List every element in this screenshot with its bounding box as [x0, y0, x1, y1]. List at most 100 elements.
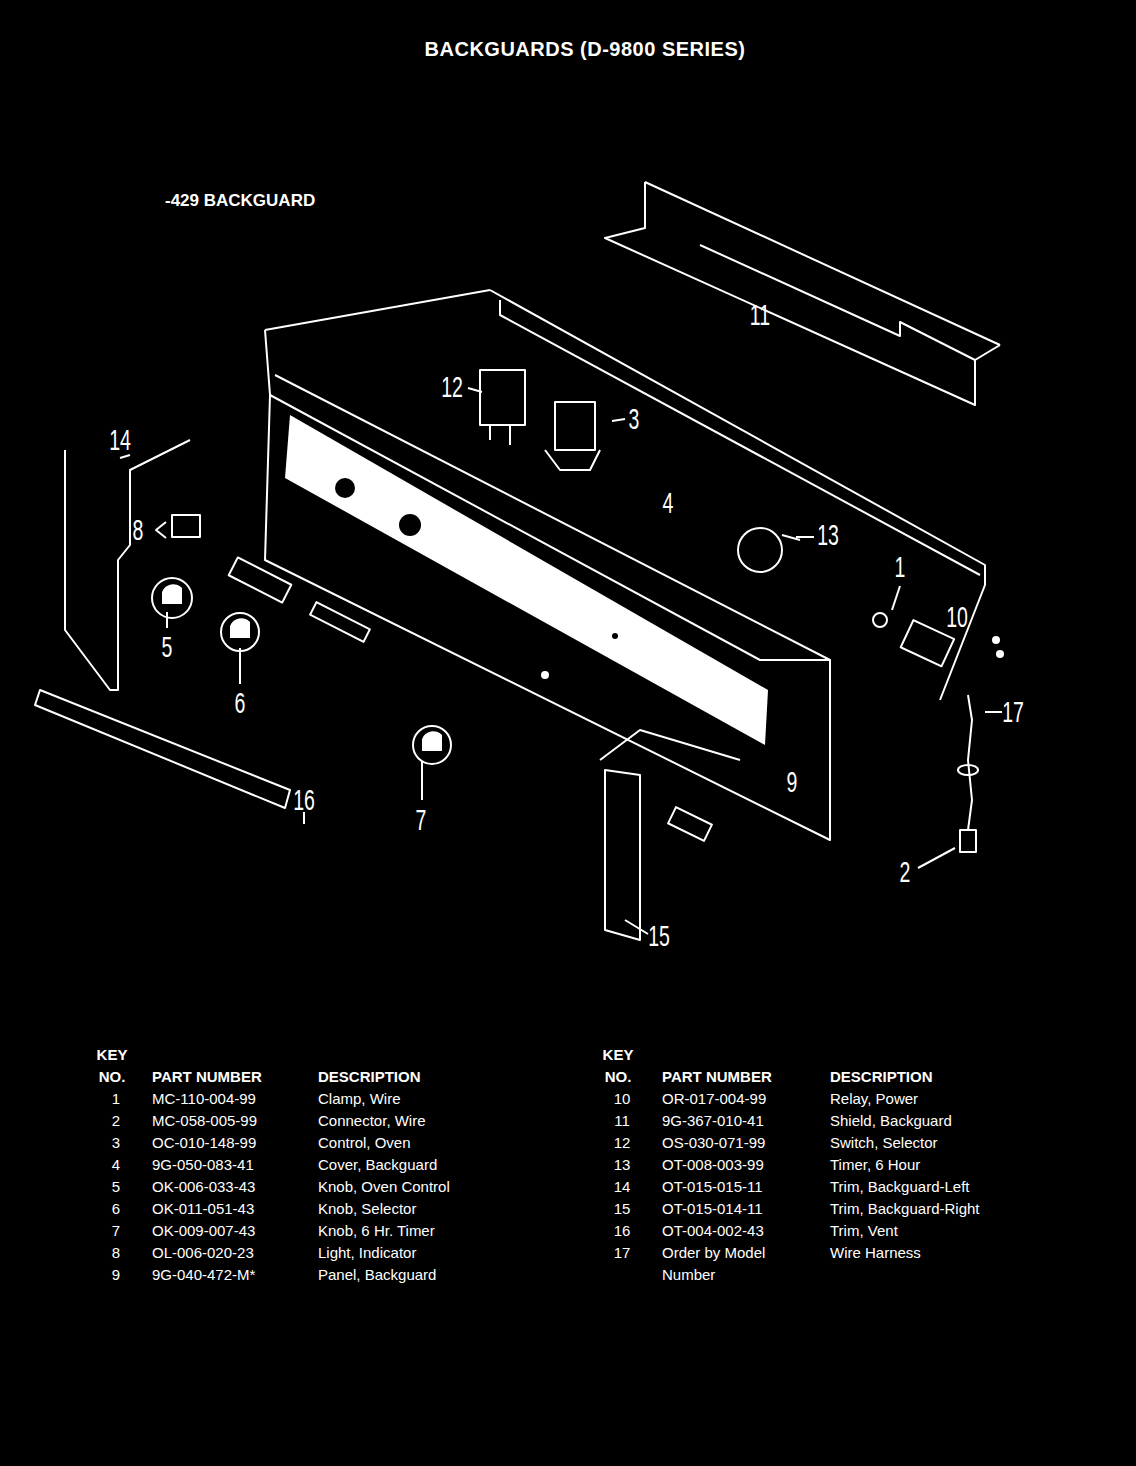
leader-line — [239, 648, 241, 684]
leader-line — [421, 762, 423, 800]
table-cell: Order by Model Number — [662, 1242, 797, 1286]
table-cell: 3 — [112, 1132, 120, 1154]
trim-right — [605, 770, 640, 940]
table-cell: 4 — [112, 1154, 120, 1176]
leader-line — [625, 920, 648, 934]
leader-line — [985, 711, 1002, 713]
table-cell: Knob, Oven Control — [318, 1176, 450, 1198]
leader-line — [796, 536, 814, 538]
screw — [992, 636, 1000, 644]
table-cell: OC-010-148-99 — [152, 1132, 256, 1154]
trim-vent — [35, 690, 290, 808]
panel-slot — [229, 557, 292, 602]
table-cell: 12 — [614, 1132, 631, 1154]
table-header: PART NUMBER — [662, 1066, 772, 1088]
table-header: KEY NO. — [598, 1044, 638, 1088]
table-cell: OT-004-002-43 — [662, 1220, 764, 1242]
screw — [541, 671, 549, 679]
table-cell: Timer, 6 Hour — [830, 1154, 920, 1176]
table-cell: 2 — [112, 1110, 120, 1132]
panel-edge — [600, 730, 740, 760]
table-cell: Control, Oven — [318, 1132, 411, 1154]
callout-number: 6 — [235, 688, 246, 718]
window-knob — [335, 478, 355, 498]
table-cell: OK-011-051-43 — [152, 1198, 254, 1220]
table-cell: 10 — [614, 1088, 631, 1110]
table-cell: OT-008-003-99 — [662, 1154, 764, 1176]
trim-left — [65, 440, 190, 690]
table-cell: 9G-367-010-41 — [662, 1110, 764, 1132]
leader-arrow — [156, 522, 166, 538]
callout-number: 12 — [441, 372, 463, 402]
timer — [738, 528, 782, 572]
table-cell: OK-006-033-43 — [152, 1176, 255, 1198]
table-cell: OS-030-071-99 — [662, 1132, 765, 1154]
callout-number: 4 — [663, 488, 674, 518]
table-cell: 7 — [112, 1220, 120, 1242]
table-cell: Trim, Vent — [830, 1220, 898, 1242]
timer-knob — [413, 726, 451, 764]
leader-line — [468, 388, 482, 392]
table-cell: Panel, Backguard — [318, 1264, 436, 1286]
wire-harness-loop — [958, 765, 978, 775]
table-cell: OT-015-015-11 — [662, 1176, 763, 1198]
section-heading: -429 BACKGUARD — [165, 191, 315, 211]
oven-control — [555, 402, 595, 450]
table-cell: Connector, Wire — [318, 1110, 426, 1132]
leader-line — [892, 586, 900, 610]
selector-switch — [480, 370, 525, 425]
table-cell: 16 — [614, 1220, 631, 1242]
panel-slot — [668, 807, 712, 841]
table-cell: Trim, Backguard-Left — [830, 1176, 970, 1198]
callout-number: 10 — [946, 602, 968, 632]
table-cell: Shield, Backguard — [830, 1110, 952, 1132]
table-cell: Trim, Backguard-Right — [830, 1198, 980, 1220]
switch-terminal — [489, 425, 491, 440]
shield-outline — [605, 182, 975, 405]
callout-number: 3 — [629, 404, 640, 434]
callout-number: 2 — [900, 857, 911, 887]
wire-harness — [968, 695, 972, 830]
table-cell: OR-017-004-99 — [662, 1088, 766, 1110]
callout-number: 1 — [895, 552, 906, 582]
table-header: PART NUMBER — [152, 1066, 262, 1088]
table-header: KEY NO. — [92, 1044, 132, 1088]
table-header: DESCRIPTION — [318, 1066, 421, 1088]
screw — [996, 650, 1004, 658]
cover-edge — [265, 290, 490, 330]
table-cell: OT-015-014-11 — [662, 1198, 763, 1220]
page-title: BACKGUARDS (D-9800 SERIES) — [425, 38, 746, 61]
table-cell: 8 — [112, 1242, 120, 1264]
table-cell: 17 — [614, 1242, 631, 1264]
wire-connector — [960, 830, 976, 852]
table-cell: 6 — [112, 1198, 120, 1220]
table-cell: OL-006-020-23 — [152, 1242, 254, 1264]
callout-number: 8 — [133, 515, 144, 545]
callout-number: 15 — [648, 921, 670, 951]
table-cell: 11 — [614, 1110, 630, 1132]
table-cell: Knob, 6 Hr. Timer — [318, 1220, 435, 1242]
leader-line — [166, 612, 168, 628]
table-cell: Clamp, Wire — [318, 1088, 401, 1110]
shield-edge — [975, 345, 1000, 360]
table-cell: 13 — [614, 1154, 631, 1176]
table-cell: Wire Harness — [830, 1242, 921, 1264]
callout-number: 13 — [817, 520, 839, 550]
knob-face — [230, 618, 250, 638]
table-cell: 14 — [614, 1176, 631, 1198]
table-cell: Relay, Power — [830, 1088, 918, 1110]
table-cell: Cover, Backguard — [318, 1154, 437, 1176]
window-dot — [612, 633, 618, 639]
oven-control-base — [545, 450, 600, 470]
table-cell: MC-110-004-99 — [152, 1088, 256, 1110]
callout-number: 5 — [162, 632, 173, 662]
callout-number: 11 — [750, 300, 770, 330]
table-header: DESCRIPTION — [830, 1066, 933, 1088]
panel-slot — [310, 602, 370, 642]
callout-number: 16 — [293, 785, 315, 815]
oven-control-knob — [152, 578, 192, 618]
table-cell: 9G-040-472-M* — [152, 1264, 255, 1286]
table-cell: Light, Indicator — [318, 1242, 416, 1264]
callout-number: 17 — [1002, 697, 1024, 727]
wire-clamp — [873, 613, 887, 627]
